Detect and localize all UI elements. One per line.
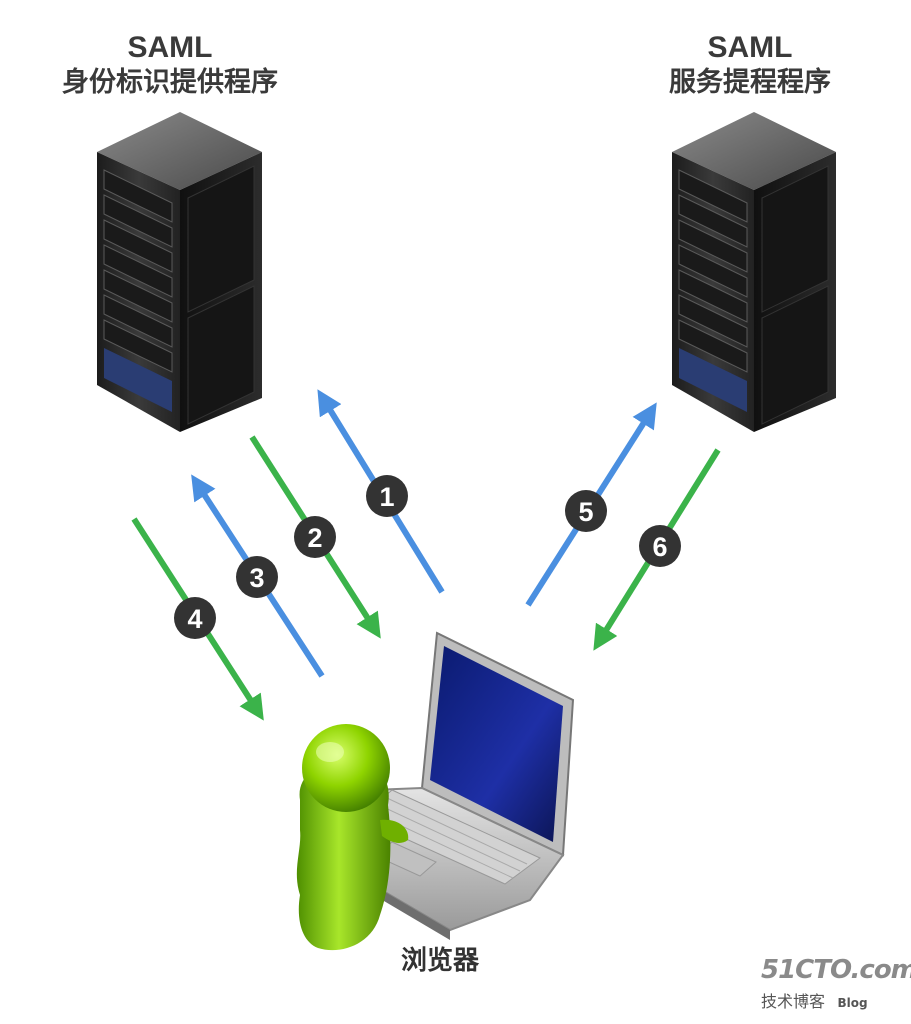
identity-provider-label: SAML 身份标识提供程序	[40, 30, 300, 100]
svg-text:3: 3	[249, 563, 264, 593]
svg-text:2: 2	[307, 523, 322, 553]
user-icon	[296, 724, 409, 951]
browser-label: 浏览器	[400, 946, 479, 976]
svg-text:5: 5	[578, 497, 593, 527]
step-badge-3: 3	[236, 556, 278, 598]
watermark-blog: Blog	[837, 996, 868, 1010]
svg-text:4: 4	[187, 604, 202, 634]
watermark-sub: 技术博客	[761, 992, 826, 1011]
step-badge-5: 5	[565, 490, 607, 532]
svg-text:1: 1	[379, 482, 394, 512]
service-provider-label: SAML 服务提程程序	[640, 30, 860, 100]
idp-subtitle: 身份标识提供程序	[62, 67, 278, 98]
sp-server-icon	[672, 112, 836, 432]
step-badge-2: 2	[294, 516, 336, 558]
step-badge-6: 6	[639, 525, 681, 567]
sp-title: SAML	[707, 31, 793, 64]
step-badge-4: 4	[174, 597, 216, 639]
watermark-site: 51CTO.com	[761, 955, 911, 985]
sp-subtitle: 服务提程程序	[669, 67, 831, 98]
step-badge-1: 1	[366, 475, 408, 517]
idp-title: SAML	[127, 31, 213, 64]
watermark: 51CTO.com 技术博客 Blog	[761, 955, 911, 1012]
svg-text:6: 6	[652, 532, 667, 562]
idp-server-icon	[97, 112, 262, 432]
